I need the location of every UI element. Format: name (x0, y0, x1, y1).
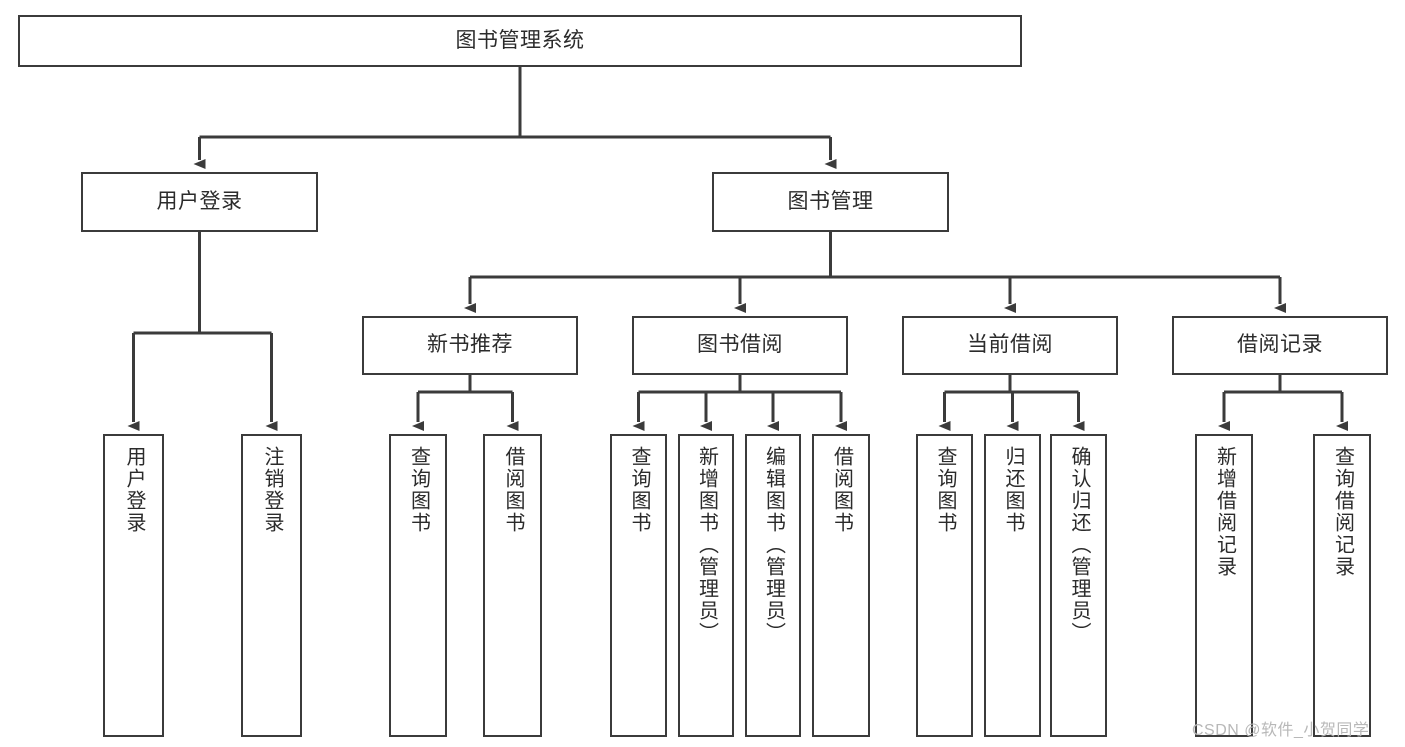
node-label: 新书推荐 (427, 333, 513, 357)
node-leaf-borrow-book-2[interactable]: 借阅图书 (812, 434, 870, 737)
node-leaf-query-record[interactable]: 查询借阅记录 (1313, 434, 1371, 737)
node-label: 图书管理系统 (455, 28, 585, 52)
node-label: 新增借阅记录 (1213, 446, 1236, 578)
node-leaf-query-book-1[interactable]: 查询图书 (389, 434, 447, 737)
node-user-login[interactable]: 用户登录 (81, 172, 318, 232)
node-label: 归还图书 (1002, 446, 1024, 534)
node-leaf-add-book[interactable]: 新增图书（管理员） (678, 434, 734, 737)
node-book-borrow[interactable]: 图书借阅 (632, 316, 848, 375)
node-label: 查询图书 (628, 446, 650, 534)
node-leaf-query-book-2[interactable]: 查询图书 (610, 434, 667, 737)
node-leaf-confirm-return[interactable]: 确认归还（管理员） (1050, 434, 1107, 737)
node-book-manage[interactable]: 图书管理 (712, 172, 949, 232)
node-leaf-user-login[interactable]: 用户登录 (103, 434, 164, 737)
node-label: 查询借阅记录 (1331, 446, 1354, 578)
node-label: 编辑图书（管理员） (762, 446, 785, 644)
node-label: 查询图书 (407, 446, 430, 534)
node-label: 借阅图书 (502, 446, 524, 534)
node-label: 用户登录 (156, 189, 243, 213)
node-label: 图书管理 (787, 189, 874, 213)
node-leaf-query-book-3[interactable]: 查询图书 (916, 434, 973, 737)
node-borrow-record[interactable]: 借阅记录 (1172, 316, 1388, 375)
node-label: 新增图书（管理员） (695, 446, 718, 644)
node-label: 确认归还（管理员） (1068, 446, 1090, 644)
node-leaf-edit-book[interactable]: 编辑图书（管理员） (745, 434, 801, 737)
node-label: 借阅图书 (830, 446, 853, 534)
node-label: 图书借阅 (697, 333, 783, 357)
node-label: 查询图书 (934, 446, 956, 534)
node-leaf-borrow-book-1[interactable]: 借阅图书 (483, 434, 542, 737)
node-current-borrow[interactable]: 当前借阅 (902, 316, 1118, 375)
node-leaf-return-book[interactable]: 归还图书 (984, 434, 1041, 737)
node-leaf-add-record[interactable]: 新增借阅记录 (1195, 434, 1253, 737)
node-label: 借阅记录 (1237, 333, 1323, 357)
node-label: 注销登录 (261, 446, 283, 534)
node-new-book-rec[interactable]: 新书推荐 (362, 316, 578, 375)
node-label: 用户登录 (123, 446, 145, 534)
node-root[interactable]: 图书管理系统 (18, 15, 1022, 67)
node-label: 当前借阅 (967, 333, 1053, 357)
node-leaf-logout[interactable]: 注销登录 (241, 434, 302, 737)
